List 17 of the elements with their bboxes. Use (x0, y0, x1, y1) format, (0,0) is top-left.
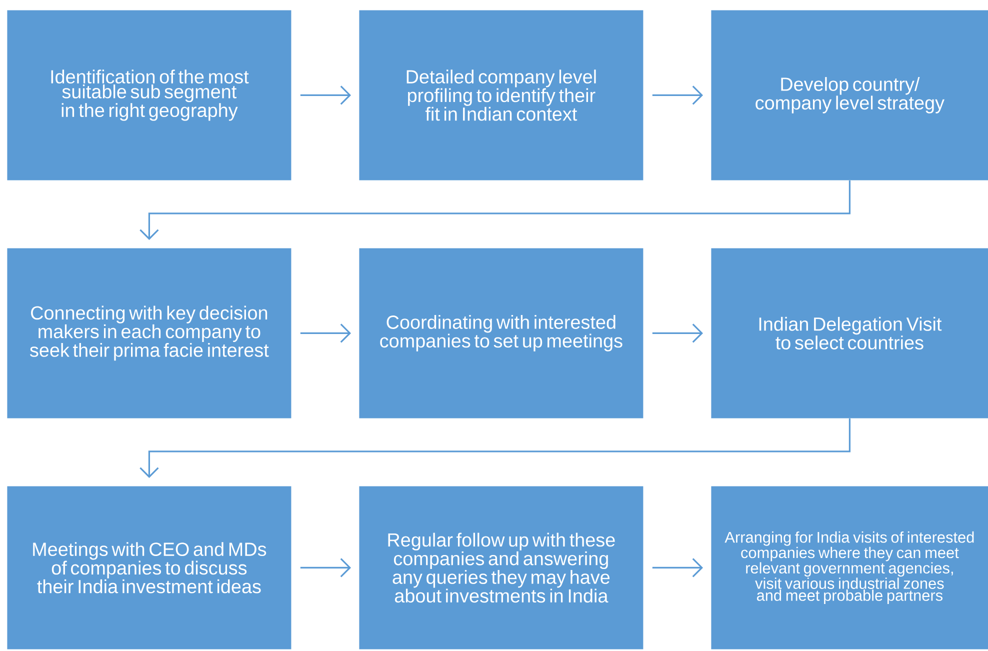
process-box: Develop country/ company level strategy (711, 10, 988, 180)
process-box: Indian Delegation Visit to select countries (711, 248, 988, 418)
arrow (140, 180, 850, 240)
process-box: Identification of the most suitable sub segment in the right geography (7, 10, 292, 180)
process-box: Detailed company level profiling to identify their fit in Indian context (359, 10, 644, 180)
arrow (652, 86, 703, 105)
process-box: Connecting with key decision makers in each company to seek their prima facie interest (7, 248, 292, 418)
arrow (140, 418, 850, 478)
process-box: Arranging for India visits of interested companies where they can meet relevant government agencies, visit various industrial zones and meet probable partners (711, 486, 988, 650)
arrow (300, 558, 351, 578)
process-box: Meetings with CEO and MDs of companies to discuss their India investment ideas (7, 486, 292, 650)
arrow (652, 558, 703, 578)
arrow (300, 324, 351, 343)
arrow (300, 86, 351, 105)
process-box: Coordinating with interested companies to set up meetings (359, 248, 644, 418)
arrow (652, 324, 703, 343)
process-box: Regular follow up with these companies and answering any queries they may have about investments in India (359, 486, 644, 650)
